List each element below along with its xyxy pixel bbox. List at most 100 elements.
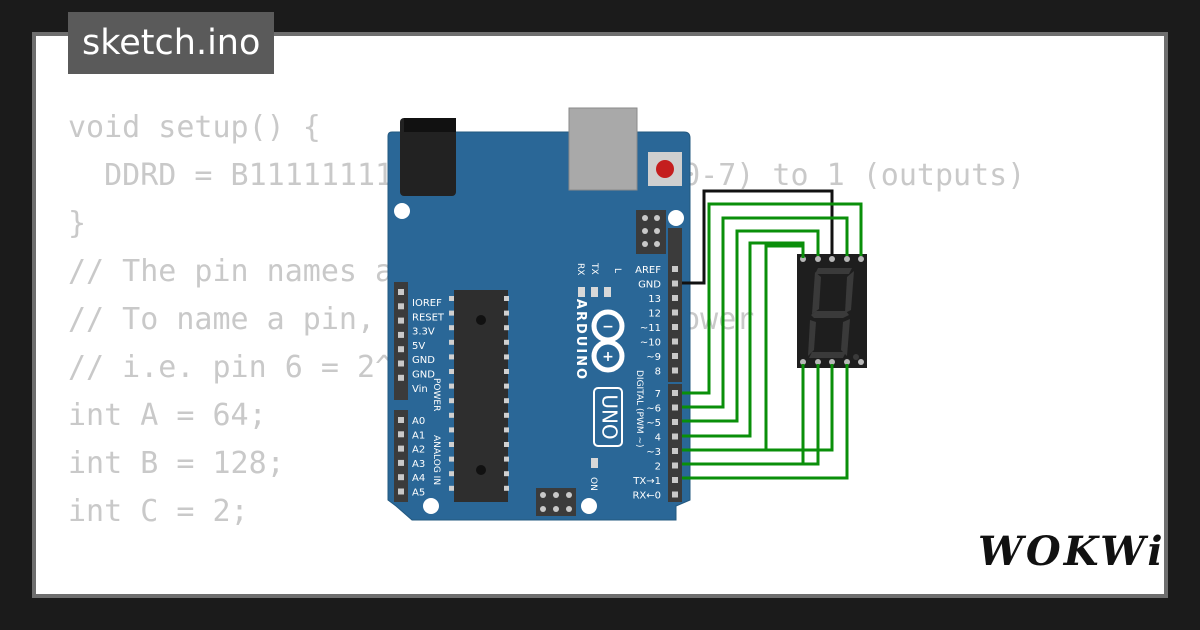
digital-pin-label: GND (638, 280, 661, 291)
segment-f (812, 272, 821, 314)
header-pin[interactable] (398, 289, 404, 295)
header-pin[interactable] (672, 491, 678, 498)
header-pin[interactable] (672, 338, 678, 345)
digit-segments (808, 268, 859, 360)
digital-pin-label: 12 (648, 309, 661, 320)
chip-pin (504, 427, 509, 433)
header-pin[interactable] (672, 324, 678, 330)
svg-text:−: − (602, 319, 614, 335)
header-pin[interactable] (398, 346, 404, 353)
wire-pin2b (682, 364, 805, 466)
header-pin[interactable] (672, 266, 678, 272)
chip-pin (449, 485, 454, 491)
digital-pin-label: RX←0 (632, 491, 661, 502)
wire-gnd (682, 189, 834, 285)
header-pin[interactable] (398, 374, 404, 381)
chip-pin (504, 339, 509, 345)
analog-pin-label: A3 (412, 459, 425, 470)
mounting-hole (423, 498, 439, 514)
icsp-header (636, 210, 666, 254)
wire-pin3b (682, 364, 834, 452)
power-label: POWER (431, 378, 441, 411)
brand-label: ARDUINO (573, 299, 588, 381)
chip-pin (449, 456, 454, 462)
chip-pin (504, 456, 509, 462)
header-pin[interactable] (398, 360, 404, 367)
l-led (604, 287, 611, 297)
header-pin[interactable] (672, 433, 678, 440)
digital-header-label: DIGITAL (PWM ~) (634, 370, 644, 448)
model-label: UNO (598, 394, 622, 439)
header-pin[interactable] (672, 280, 678, 287)
header-pin[interactable] (672, 404, 678, 411)
header-pin[interactable] (672, 367, 678, 374)
chip-pin (504, 369, 509, 374)
chip-pin (504, 412, 509, 418)
rx-led (578, 287, 585, 297)
chip-pin (449, 310, 454, 316)
chip-pin (449, 339, 454, 345)
power-pin-label: 5V (412, 341, 425, 352)
chip-pin (449, 369, 454, 374)
header-pin[interactable] (398, 488, 404, 495)
chip-pin (504, 471, 509, 477)
header-pin[interactable] (672, 295, 678, 301)
chip-pin (504, 442, 509, 447)
analog-pin-label: A4 (412, 473, 425, 484)
power-jack (400, 118, 456, 196)
power-pin-label: RESET (412, 312, 445, 323)
code-line: int A = 64; (68, 398, 267, 433)
header-pin[interactable] (672, 448, 678, 454)
wire-pin1 (682, 364, 849, 480)
chip-pin (449, 471, 454, 477)
header-pin[interactable] (398, 317, 404, 324)
segment-d (809, 352, 846, 358)
chip-pin (449, 412, 454, 418)
header-pin[interactable] (398, 331, 404, 338)
analog-pin-label: A2 (412, 445, 425, 456)
header-pin[interactable] (398, 474, 404, 481)
chip-pin (449, 442, 454, 447)
analog-label: ANALOG IN (431, 435, 441, 485)
header-pin[interactable] (672, 419, 678, 425)
usb-port (568, 107, 638, 191)
power-header (394, 282, 408, 400)
wire-pin6 (682, 216, 849, 409)
digital-pin-label: ~3 (646, 447, 661, 458)
chip-pin (504, 383, 509, 389)
wire-pin7 (682, 202, 863, 395)
header-pin[interactable] (398, 459, 404, 466)
chip-pin (449, 354, 454, 360)
chip-pin (504, 354, 509, 360)
digital-header-bottom (668, 384, 682, 502)
on-label: ON (588, 477, 598, 491)
tx-label: TX (589, 262, 599, 275)
segment-e (808, 320, 816, 356)
chip-pin (449, 398, 454, 404)
header-pin[interactable] (398, 445, 404, 452)
wokwi-logo: WOKWi (978, 528, 1166, 575)
header-pin[interactable] (672, 390, 678, 396)
seven-segment-display[interactable] (797, 254, 867, 368)
header-pin[interactable] (398, 303, 404, 310)
tx-led (591, 287, 598, 297)
header-pin[interactable] (672, 477, 678, 483)
header-pin[interactable] (672, 353, 678, 359)
digital-pin-label: ~10 (640, 338, 661, 349)
chip-pin (449, 325, 454, 331)
arduino-uno-board[interactable]: − + ARDUINO UNO ON RX TX L DIGITAL (PWM … (387, 107, 691, 521)
analog-header (394, 410, 408, 502)
header-pin[interactable] (398, 431, 404, 438)
code-line: int B = 128; (68, 446, 285, 481)
chip-pin (504, 325, 509, 331)
header-pin[interactable] (672, 309, 678, 316)
segment-dp (853, 354, 859, 360)
l-label: L (612, 268, 622, 273)
header-pin[interactable] (398, 417, 404, 423)
rx-label: RX (575, 263, 585, 275)
chip-pin (449, 296, 454, 301)
sketch-title: sketch.ino (68, 12, 275, 74)
mounting-hole (668, 210, 684, 226)
header-pin[interactable] (672, 462, 678, 469)
